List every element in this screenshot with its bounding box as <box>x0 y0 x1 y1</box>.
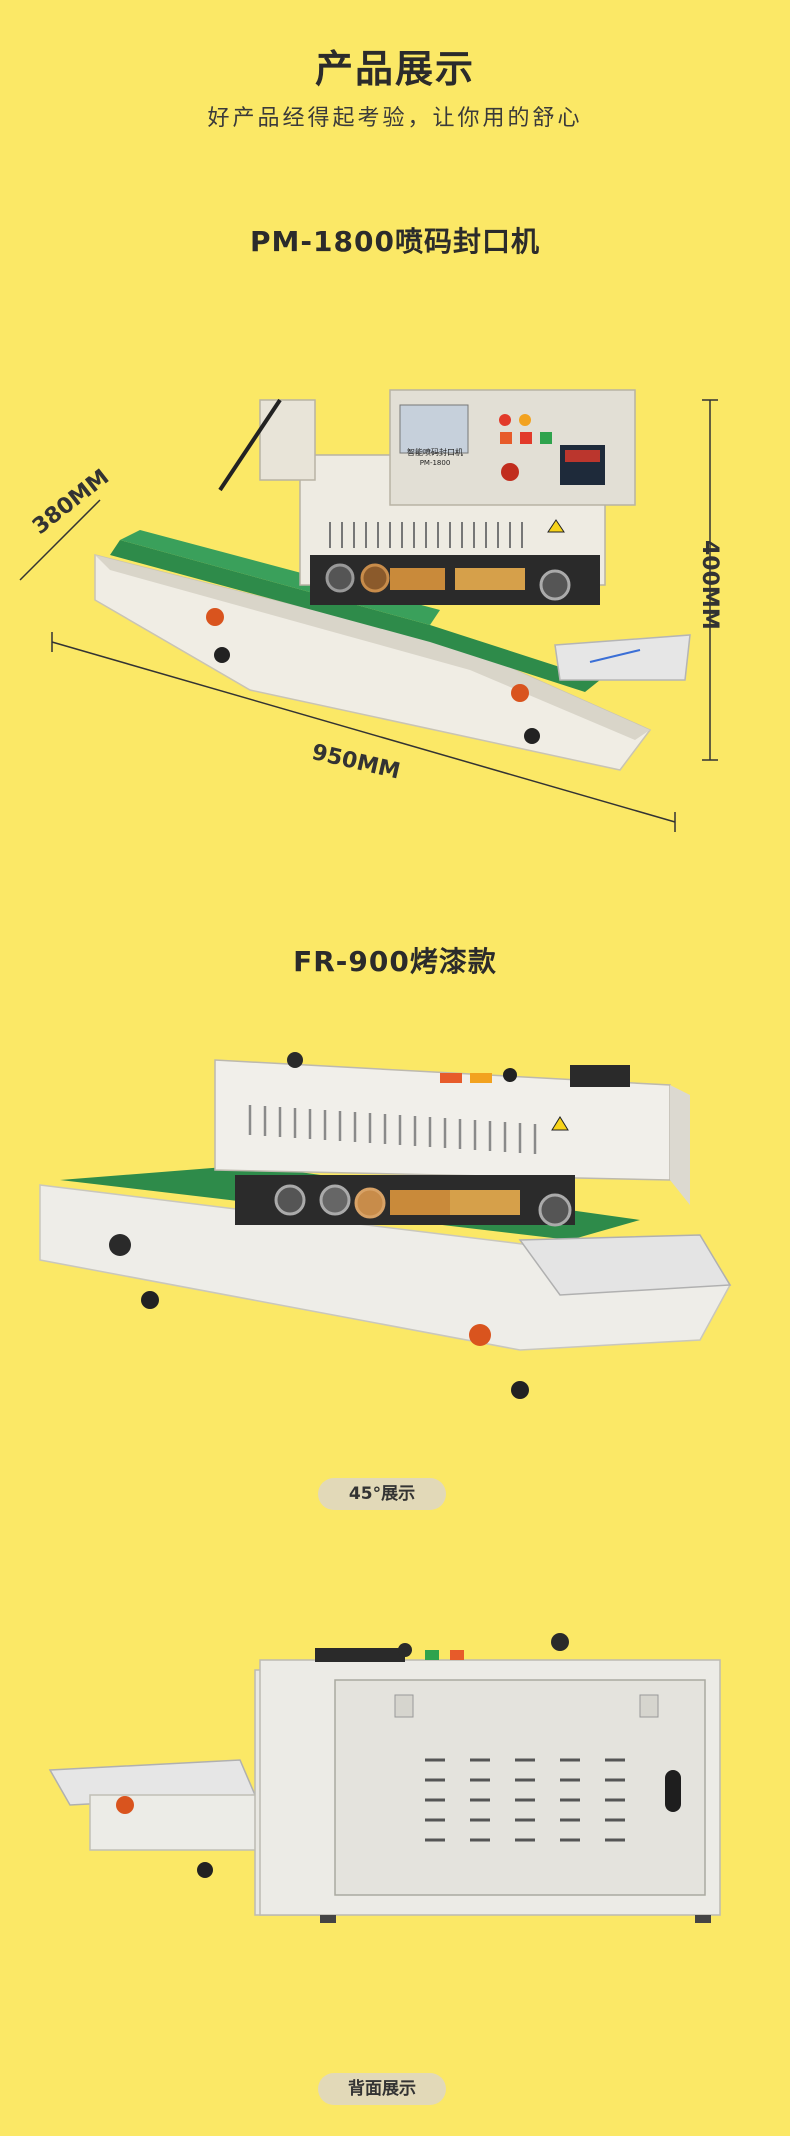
model-title-fr900: FR-900烤漆款 <box>293 945 497 978</box>
pm1800-product-image <box>19 389 718 832</box>
page-title: 产品展示 <box>314 47 475 91</box>
view-label-45: 45°展示 <box>318 1478 446 1510</box>
panel-label-name: 智能喷码封口机 <box>407 448 463 457</box>
fr900-45-view-image <box>39 1052 732 1399</box>
page-subtitle: 好产品经得起考验，让你用的舒心 <box>207 106 583 131</box>
fr900-back-view-image <box>48 1633 721 1923</box>
dim-height-label: 400MM <box>697 540 722 630</box>
panel-label-model: PM-1800 <box>419 459 451 467</box>
dimension-lines <box>19 399 718 832</box>
view-label-back: 背面展示 <box>318 2073 446 2105</box>
model-title-pm1800: PM-1800喷码封口机 <box>250 225 540 258</box>
